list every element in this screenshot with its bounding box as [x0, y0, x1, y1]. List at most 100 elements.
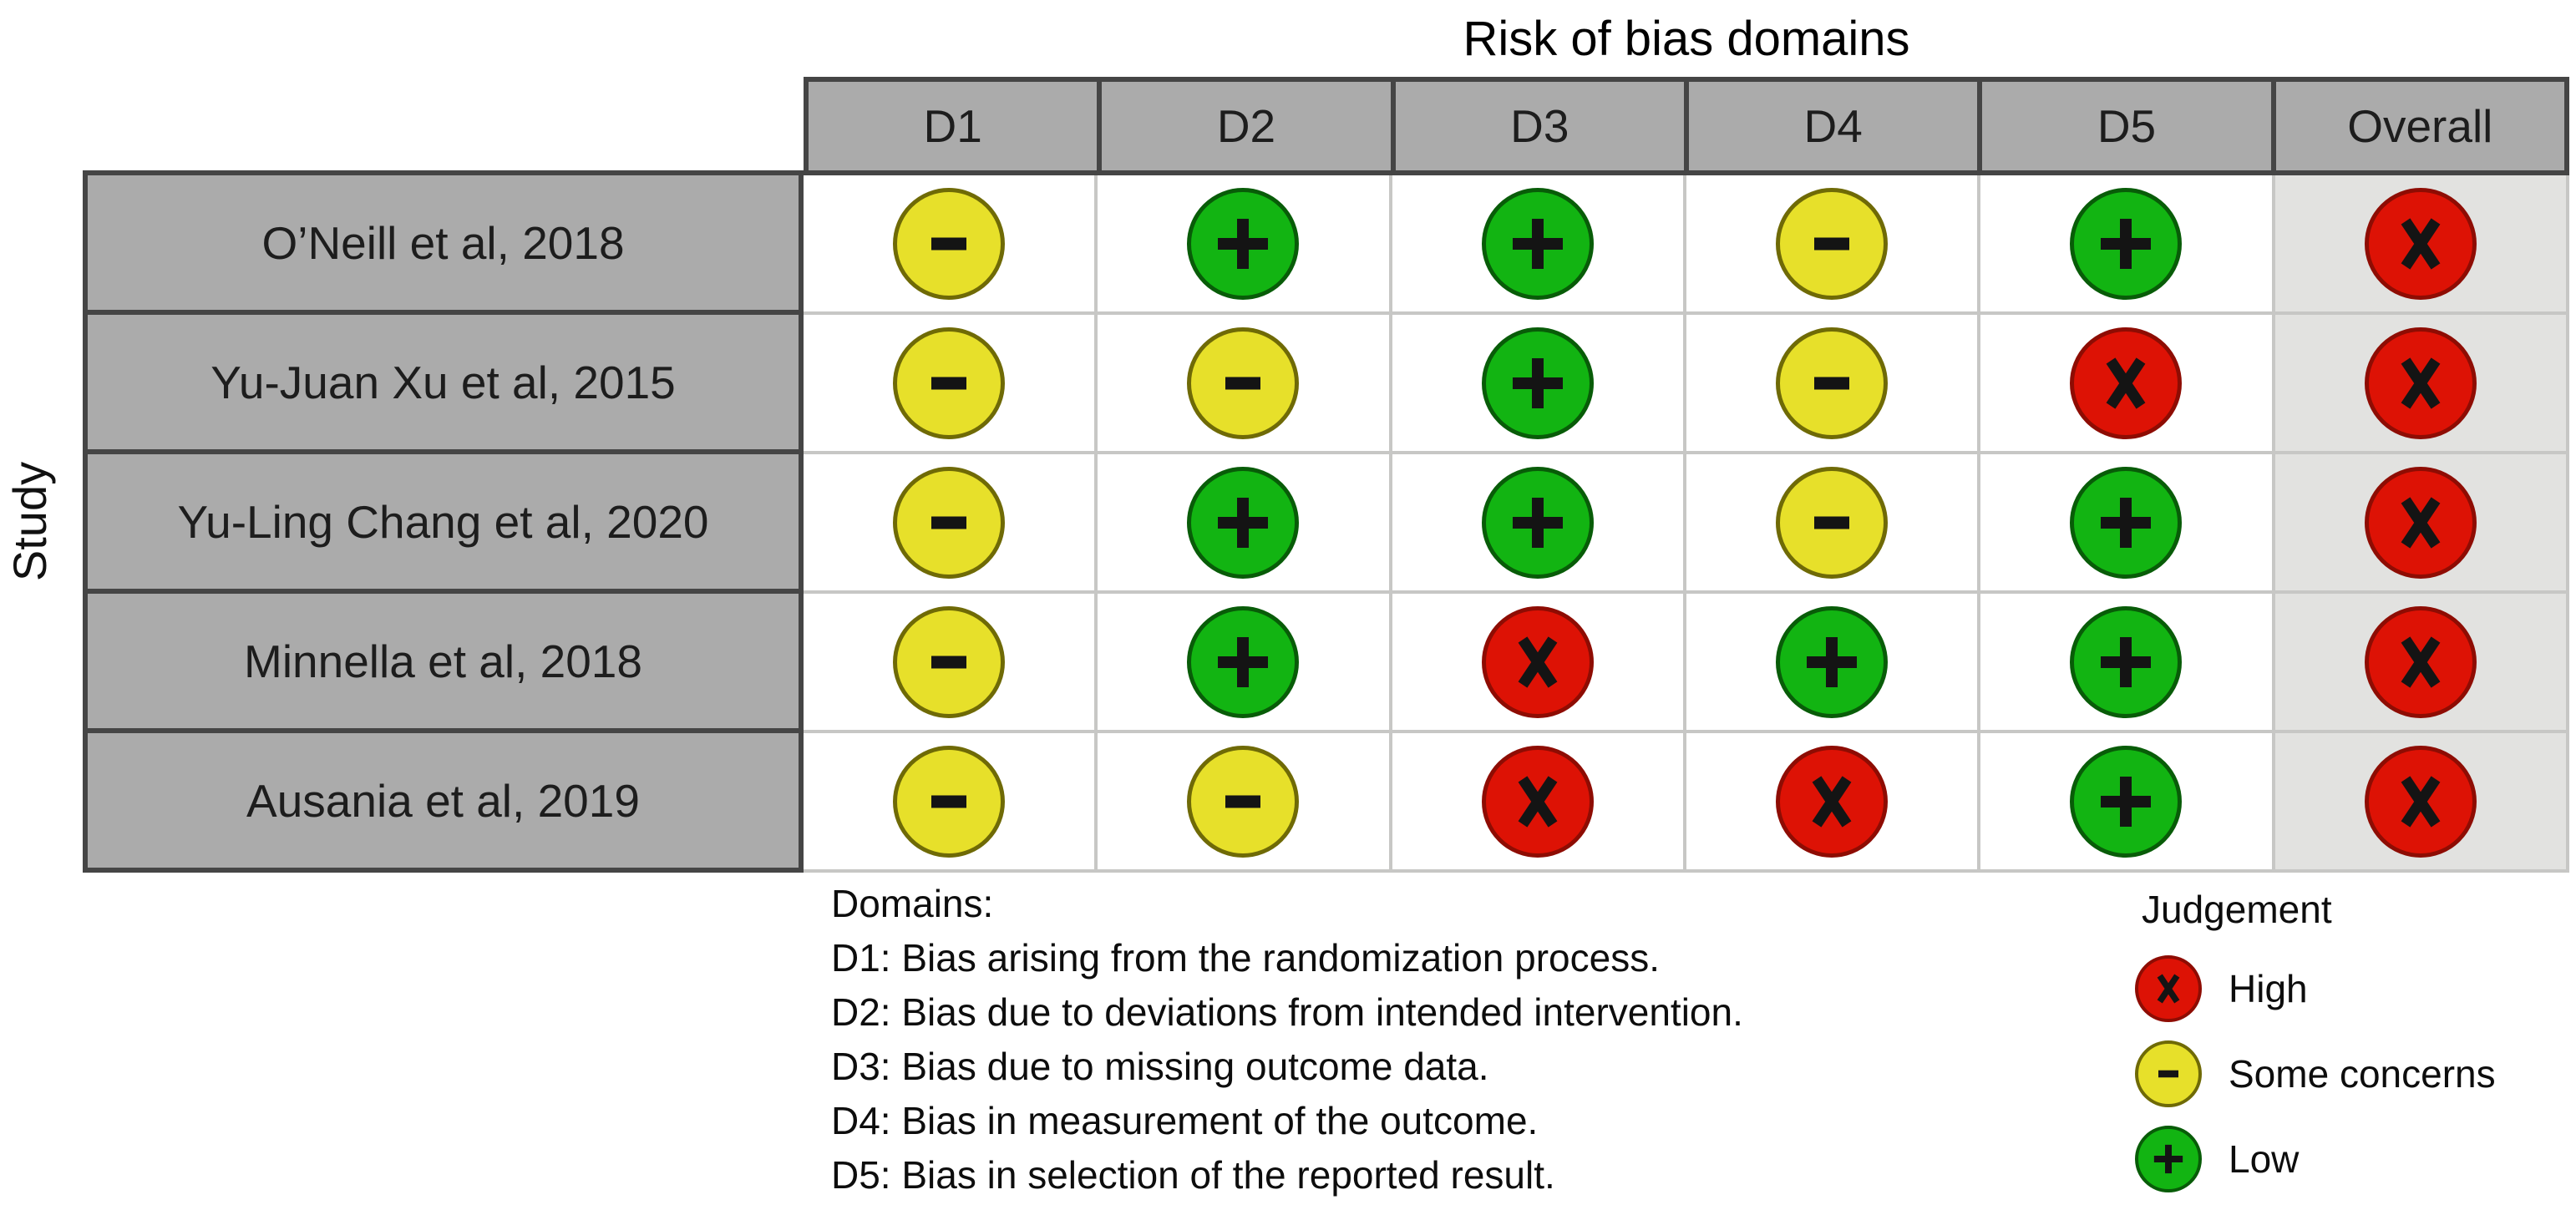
judgement-circle-high — [2364, 605, 2477, 718]
study-row-label: Yu-Juan Xu et al, 2015 — [88, 310, 799, 449]
x-mark-icon — [1518, 635, 1558, 688]
plus-icon — [2101, 776, 2152, 827]
x-mark-icon — [1812, 775, 1852, 828]
cell-row2-d3 — [1392, 315, 1686, 454]
column-header-overall: Overall — [2270, 82, 2564, 170]
judgement-circle-low — [2135, 1126, 2202, 1192]
x-mark-icon — [2401, 635, 2441, 688]
judgement-grid — [804, 175, 2569, 873]
x-mark-icon — [1518, 775, 1558, 828]
cell-row2-d5 — [1980, 315, 2275, 454]
plus-icon — [1512, 218, 1563, 269]
plus-icon — [1218, 218, 1269, 269]
column-header-d1: D1 — [809, 82, 1098, 170]
cell-row2-d2 — [1098, 315, 1392, 454]
minus-icon — [2158, 1070, 2178, 1078]
judgement-circle-some-concerns — [1776, 466, 1889, 579]
column-header-d2: D2 — [1097, 82, 1391, 170]
study-row-label: O’Neill et al, 2018 — [88, 175, 799, 310]
domain-description-d1: D1: Bias arising from the randomization … — [831, 936, 1660, 980]
domain-description-d5: D5: Bias in selection of the reported re… — [831, 1153, 1555, 1197]
cell-row3-d1 — [804, 454, 1098, 594]
domains-legend-heading: Domains: — [831, 882, 994, 925]
cell-row5-d3 — [1392, 733, 1686, 873]
cell-row4-d4 — [1686, 594, 1981, 733]
judgement-circle-some-concerns — [893, 327, 1006, 439]
judgement-circle-high — [2135, 955, 2202, 1022]
cell-row3-d5 — [1980, 454, 2275, 594]
judgement-circle-some-concerns — [893, 466, 1006, 579]
plus-icon — [2153, 1144, 2183, 1174]
domain-description-d2: D2: Bias due to deviations from intended… — [831, 990, 1743, 1034]
cell-row4-d2 — [1098, 594, 1392, 733]
cell-row3-d3 — [1392, 454, 1686, 594]
cell-row5-overall — [2274, 733, 2569, 873]
judgement-circle-low — [1776, 605, 1889, 718]
minus-icon — [1814, 516, 1850, 529]
judgement-legend-label-high: High — [2229, 967, 2308, 1010]
cell-row5-d5 — [1980, 733, 2275, 873]
judgement-legend-row-some-concerns: Some concerns — [2135, 1040, 2496, 1107]
figure-title: Risk of bias domains — [1463, 12, 1910, 66]
judgement-legend-row-high: High — [2135, 955, 2496, 1022]
study-row-label: Minnella et al, 2018 — [88, 589, 799, 728]
judgement-circle-high — [1776, 745, 1889, 858]
domain-description-d3: D3: Bias due to missing outcome data. — [831, 1045, 1489, 1088]
minus-icon — [931, 795, 967, 807]
judgement-legend-row-low: Low — [2135, 1126, 2496, 1192]
judgement-circle-some-concerns — [1187, 745, 1300, 858]
cell-row1-d5 — [1980, 175, 2275, 315]
judgement-circle-low — [1187, 187, 1300, 300]
judgement-circle-low — [2070, 605, 2183, 718]
column-header-d3: D3 — [1390, 82, 1684, 170]
judgement-circle-high — [1481, 745, 1594, 858]
cell-row4-d1 — [804, 594, 1098, 733]
plus-icon — [1512, 357, 1563, 408]
cell-row1-overall — [2274, 175, 2569, 315]
cell-row3-d4 — [1686, 454, 1981, 594]
minus-icon — [1225, 377, 1261, 389]
judgement-circle-high — [2070, 327, 2183, 439]
study-axis-label: Study — [3, 461, 57, 582]
cell-row4-d5 — [1980, 594, 2275, 733]
cell-row2-d1 — [804, 315, 1098, 454]
x-mark-icon — [2107, 357, 2146, 409]
cell-row3-overall — [2274, 454, 2569, 594]
judgement-legend-heading: Judgement — [2142, 888, 2332, 931]
judgement-legend-label-some-concerns: Some concerns — [2229, 1052, 2496, 1096]
judgement-circle-low — [1481, 466, 1594, 579]
minus-icon — [931, 656, 967, 668]
study-row-label: Ausania et al, 2019 — [88, 728, 799, 868]
cell-row1-d3 — [1392, 175, 1686, 315]
judgement-circle-low — [2070, 466, 2183, 579]
plus-icon — [1218, 636, 1269, 687]
domain-description-d4: D4: Bias in measurement of the outcome. — [831, 1099, 1539, 1142]
plus-icon — [1512, 497, 1563, 548]
cell-row5-d2 — [1098, 733, 1392, 873]
judgement-circle-low — [1481, 187, 1594, 300]
column-header-d4: D4 — [1683, 82, 1978, 170]
cell-row2-overall — [2274, 315, 2569, 454]
judgement-legend-label-low: Low — [2229, 1137, 2300, 1181]
minus-icon — [931, 237, 967, 250]
judgement-circle-high — [2364, 187, 2477, 300]
judgement-circle-high — [2364, 745, 2477, 858]
domains-legend: Domains: D1: Bias arising from the rando… — [831, 877, 1743, 1202]
plus-icon — [2101, 218, 2152, 269]
x-mark-icon — [2401, 496, 2441, 549]
study-axis: Study — [0, 170, 60, 873]
minus-icon — [1814, 237, 1850, 250]
cell-row3-d2 — [1098, 454, 1392, 594]
judgement-circle-high — [2364, 466, 2477, 579]
judgement-circle-some-concerns — [2135, 1040, 2202, 1107]
x-mark-icon — [2401, 775, 2441, 828]
judgement-circle-high — [2364, 327, 2477, 439]
column-header-d5: D5 — [1977, 82, 2271, 170]
cell-row5-d1 — [804, 733, 1098, 873]
judgement-circle-low — [2070, 745, 2183, 858]
plus-icon — [2101, 497, 2152, 548]
